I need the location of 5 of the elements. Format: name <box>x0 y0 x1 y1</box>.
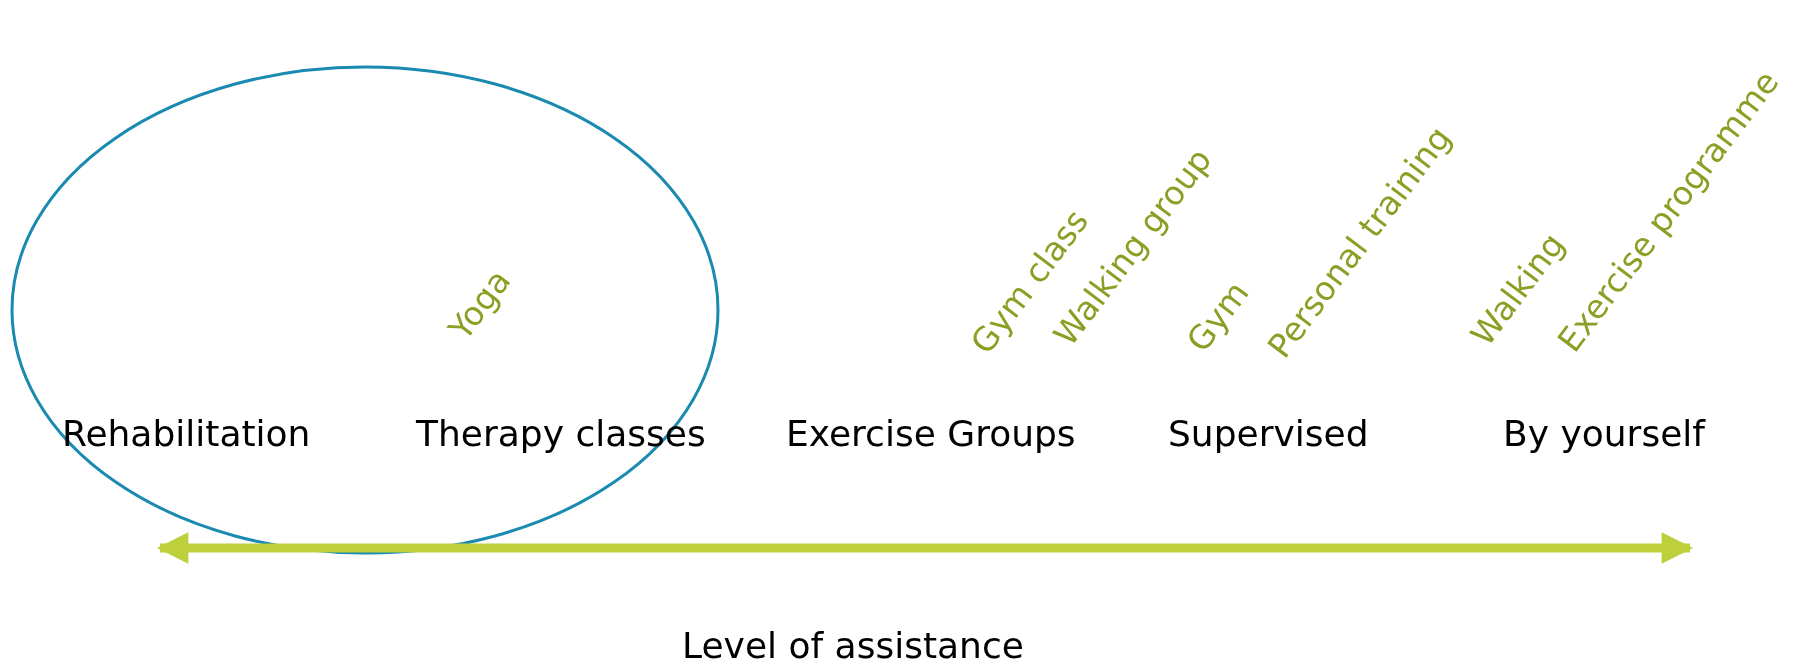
category-label: By yourself <box>1503 413 1705 455</box>
category-label: Exercise Groups <box>786 413 1076 455</box>
category-label: Rehabilitation <box>62 413 311 455</box>
category-label: Supervised <box>1168 413 1369 455</box>
axis-label: Level of assistance <box>682 625 1024 667</box>
